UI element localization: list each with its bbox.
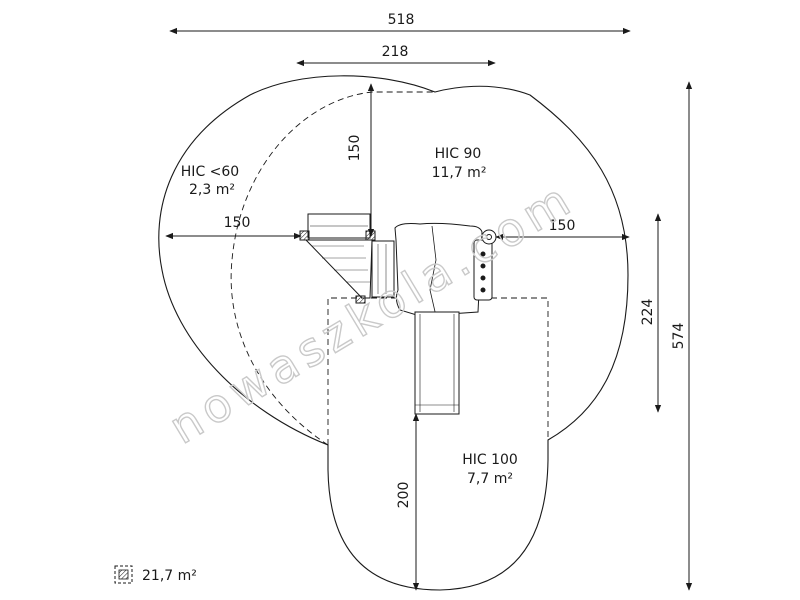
hic-100-boundary [327,297,549,445]
dim-top-clearance: 150 [347,135,363,162]
dim-right-clearance: 150 [549,218,576,234]
hic-90-boundary [230,91,435,446]
zone-hic-100-name: HIC 100 [462,452,518,468]
zone-hic-90-area: 11,7 m² [432,165,487,181]
dim-slide-clearance: 200 [396,482,412,509]
play-equipment [299,213,497,415]
dim-left-clearance: 150 [224,215,251,231]
dimension-lines [165,27,693,591]
watermark: nowaszkola.com [160,170,584,454]
zone-hic-60-name: HIC <60 [181,164,239,180]
zone-hic-90-name: HIC 90 [435,146,482,162]
outer-safety-zone [158,75,629,591]
zone-hic-60-area: 2,3 m² [189,182,235,198]
hatched-square-icon [114,565,133,584]
climbing-net [304,239,373,299]
legend-total-area: 21,7 m² [142,568,197,584]
zone-hic-100-area: 7,7 m² [467,471,513,487]
side-panel [371,240,395,298]
dim-overall-depth: 574 [671,323,687,350]
dim-right-depth: 224 [640,299,656,326]
legend: 21,7 m² [114,565,197,584]
tower-roof [394,222,483,317]
dim-overall-width: 518 [388,12,415,28]
dim-platform-width: 218 [382,44,409,60]
slide [414,311,460,415]
